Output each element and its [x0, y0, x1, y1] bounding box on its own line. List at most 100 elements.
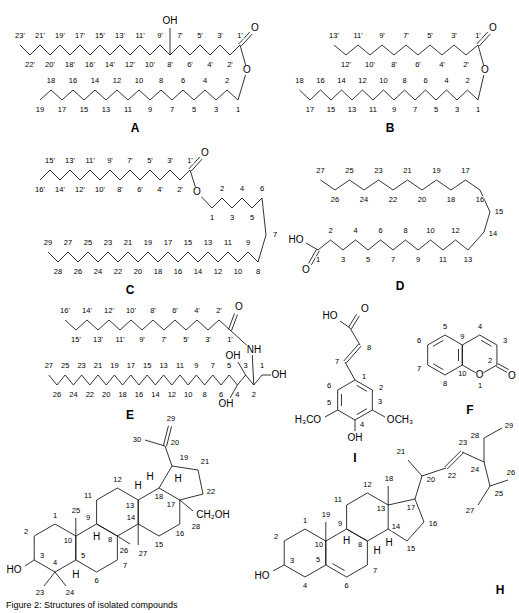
locant-number: 15' — [45, 157, 56, 165]
locant-number: 10 — [63, 537, 72, 545]
locant-number: 20 — [417, 196, 426, 204]
locant-number: 30 — [132, 436, 141, 444]
locant-number: 7 — [169, 106, 174, 114]
locant-number: 3' — [217, 32, 224, 40]
locant-number: 13 — [159, 362, 168, 370]
locant-number: 10' — [365, 61, 376, 69]
atom-label: OCH₃ — [386, 415, 413, 425]
locant-number: 6 — [416, 337, 421, 345]
locant-number: 13 — [203, 239, 212, 247]
locant-number: 27 — [63, 239, 72, 247]
locant-number: 13 — [347, 106, 356, 114]
compound-letter: H — [495, 584, 505, 596]
locant-number: 15' — [95, 32, 106, 40]
locant-number: 16' — [35, 186, 46, 194]
locant-number: 17 — [126, 362, 135, 370]
locant-number: 10' — [126, 307, 137, 315]
atom-label: O — [489, 23, 498, 33]
locant-number: 11 — [334, 496, 343, 504]
atom-label: O — [361, 304, 370, 314]
locant-number: 2' — [227, 61, 234, 69]
atom-label: O — [475, 370, 484, 380]
bond-line — [338, 380, 373, 420]
locant-number: 14' — [105, 61, 116, 69]
atom-label: OH — [218, 399, 234, 409]
locant-number: 3 — [229, 214, 234, 222]
locant-number: 5 — [326, 399, 331, 407]
bond-line — [334, 45, 478, 55]
bond-line — [341, 394, 342, 406]
bond-line — [231, 315, 237, 331]
locant-number: 7 — [210, 362, 215, 370]
locant-number: 1 — [52, 512, 57, 520]
locant-number: 21 — [93, 362, 102, 370]
locant-number: 20 — [170, 439, 179, 447]
locant-number: 15 — [154, 541, 163, 549]
locant-number: 11 — [439, 256, 448, 264]
locant-number: 4 — [477, 323, 482, 331]
locant-number: 26 — [506, 469, 515, 477]
locant-number: 3' — [205, 336, 212, 344]
atom-label: O — [251, 23, 260, 33]
locant-number: 4 — [52, 559, 57, 567]
locant-number: 14 — [488, 230, 497, 238]
locant-number: 6 — [423, 77, 428, 85]
locant-number: 8 — [107, 536, 112, 544]
bond-line — [25, 560, 34, 566]
locant-number: 28 — [191, 523, 200, 531]
bond-line — [49, 375, 262, 385]
atom-label: O — [235, 302, 244, 312]
locant-number: 13 — [463, 256, 472, 264]
locant-number: 15 — [406, 545, 415, 553]
atom-label: OH — [347, 433, 363, 443]
bond-line — [326, 529, 368, 577]
atom-label: O — [201, 148, 210, 158]
locant-number: 5' — [197, 32, 204, 40]
bond-line — [388, 486, 389, 505]
locant-number: 17 — [406, 504, 415, 512]
locant-number: 9' — [139, 336, 146, 344]
locant-number: 14 — [391, 523, 400, 531]
atom-label: H — [373, 546, 381, 556]
bond-line — [498, 364, 509, 370]
locant-number: 6' — [187, 61, 194, 69]
compound-letter: B — [385, 122, 395, 134]
atom-label: H — [385, 538, 393, 548]
compound-letter: C — [125, 284, 135, 296]
compound-letter: A — [130, 122, 140, 134]
locant-number: 6 — [326, 382, 331, 390]
locant-number: 25 — [345, 167, 354, 175]
atom-label: OH — [162, 16, 178, 26]
atom-label: NH — [246, 345, 261, 355]
bond-line — [351, 316, 359, 329]
bond-line — [349, 314, 357, 327]
locant-number: 8' — [150, 307, 157, 315]
bond-line — [344, 344, 359, 361]
bond-line — [190, 170, 212, 208]
bond-line — [318, 240, 468, 250]
locant-number: 24 — [359, 196, 368, 204]
bond-line — [229, 313, 235, 329]
locant-number: 3 — [39, 552, 44, 560]
locant-number: 9 — [194, 362, 199, 370]
locant-number: 23 — [103, 239, 112, 247]
locant-number: 7 — [416, 365, 421, 373]
locant-number: 6 — [94, 577, 99, 585]
locant-number: 6' — [415, 61, 422, 69]
compound-letter: F — [466, 404, 474, 416]
locant-number: 18 — [46, 77, 55, 85]
locant-number: 15 — [143, 362, 152, 370]
locant-number: 11' — [135, 32, 145, 40]
locant-number: 12' — [341, 61, 352, 69]
atom-label: OH — [271, 370, 287, 380]
bond-line — [325, 522, 326, 541]
locant-number: 22 — [206, 488, 215, 496]
bond-line — [138, 524, 139, 545]
locant-number: 12' — [75, 186, 86, 194]
locant-number: 1 — [302, 517, 307, 525]
bond-line — [478, 486, 490, 505]
bond-line — [40, 170, 190, 180]
locant-number: 10 — [426, 227, 435, 235]
bond-line — [40, 90, 238, 100]
